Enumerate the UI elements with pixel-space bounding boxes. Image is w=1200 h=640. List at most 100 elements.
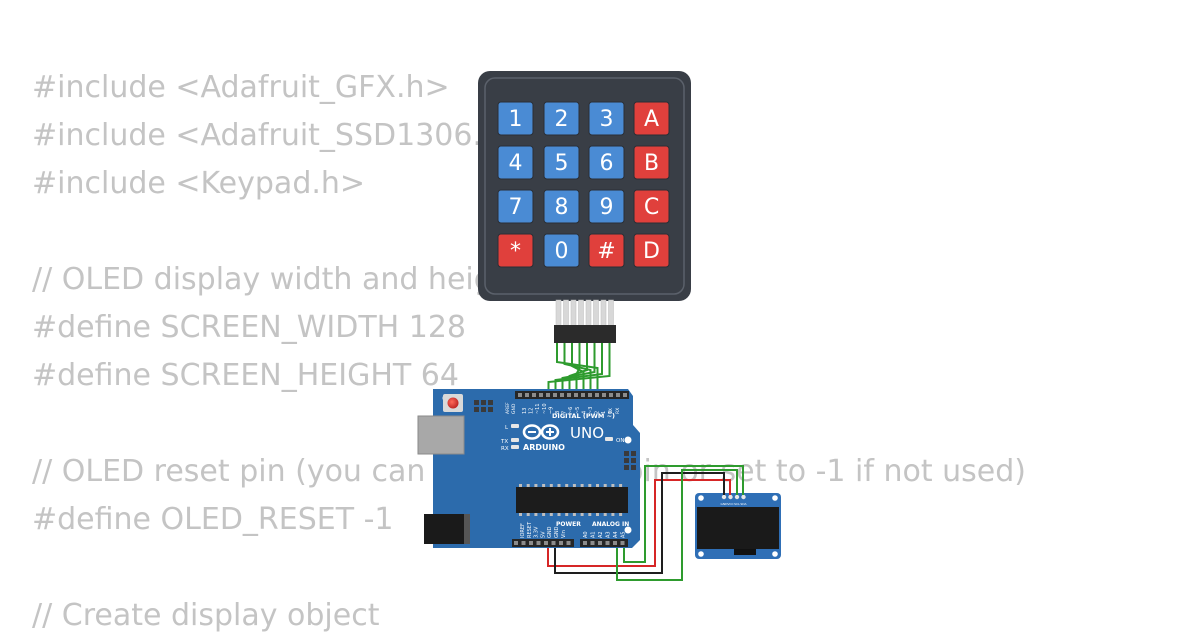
analog-pin-label: A0 <box>583 531 589 538</box>
chip-pin <box>542 484 546 487</box>
keypad-key-label: * <box>510 239 521 264</box>
keypad-key-face <box>497 189 534 224</box>
keypad-ribbon-cable <box>554 299 616 343</box>
header-pin <box>598 541 602 545</box>
keypad-key[interactable]: 0 <box>543 233 580 268</box>
chip-pin <box>565 484 569 487</box>
keypad-key[interactable]: 1 <box>497 101 534 136</box>
code-line: #include <Adafruit_GFX.h> <box>32 70 450 105</box>
power-pin-label: IOREF <box>520 523 526 538</box>
keypad-key-label: # <box>597 239 615 264</box>
model-label: UNO <box>570 424 604 442</box>
power-pin-label: 5V <box>540 531 546 538</box>
header-pin <box>616 393 620 397</box>
oled-pin-label: SCL <box>734 502 740 506</box>
keypad-key-label: D <box>643 239 660 264</box>
keypad-key[interactable]: 2 <box>543 101 580 136</box>
keypad-key-label: 5 <box>555 151 569 176</box>
keypad-key-label: 6 <box>600 151 614 176</box>
header-pin <box>613 541 617 545</box>
chip-pin <box>603 513 607 516</box>
led-rx <box>511 445 519 449</box>
code-line: #define OLED_RESET -1 <box>32 502 394 537</box>
header-pin <box>583 541 587 545</box>
ribbon-strip <box>570 299 577 327</box>
keypad-key-label: C <box>644 195 659 220</box>
chip-pin <box>572 513 576 516</box>
chip-pin <box>549 513 553 516</box>
keypad-key-face <box>633 101 670 136</box>
header-pin <box>574 393 578 397</box>
led-tx <box>511 438 519 442</box>
digital-pin-holes <box>518 393 627 397</box>
wire-vcc <box>547 479 731 567</box>
header-pin <box>544 541 548 545</box>
code-line: // Create display object <box>32 598 380 633</box>
keypad-key-face <box>543 101 580 136</box>
keypad-key[interactable]: 5 <box>543 145 580 180</box>
keypad-key-label: 2 <box>555 107 569 132</box>
keypad-key[interactable]: D <box>633 233 670 268</box>
keypad-key-face <box>633 189 670 224</box>
aref-label: AREF <box>505 402 511 414</box>
ribbon-strip <box>555 299 562 327</box>
header-pin <box>518 393 522 397</box>
digital-pin-label: ~3 <box>588 407 594 414</box>
keypad-key-label: 4 <box>509 151 523 176</box>
digital-pin-label: 1 <box>601 411 607 414</box>
oled-pin <box>734 494 740 500</box>
keypad-key[interactable]: 3 <box>588 101 625 136</box>
digital-pin-label: ~11 <box>535 403 541 414</box>
digital-pin-label: ~5 <box>575 407 581 414</box>
keypad-key[interactable]: 8 <box>543 189 580 224</box>
header-pin <box>546 393 550 397</box>
keypad-key[interactable]: * <box>497 233 534 268</box>
keypad-key[interactable]: 4 <box>497 145 534 180</box>
header-pin <box>539 393 543 397</box>
ribbon-strip <box>608 299 614 327</box>
chip-pin <box>526 513 530 516</box>
chip-pin <box>519 513 522 516</box>
wire-gnd <box>554 472 725 574</box>
icsp2-header <box>624 451 636 470</box>
chip-pin <box>588 513 592 516</box>
digital-pin-label: ~10 <box>542 403 548 414</box>
power-pin-label: RESET <box>527 521 533 538</box>
keypad-key[interactable]: B <box>633 145 670 180</box>
keypad-key-face <box>588 145 625 180</box>
chip-pin <box>542 513 546 516</box>
keypad-key[interactable]: A <box>633 101 670 136</box>
code-line: #include <Keypad.h> <box>32 166 366 201</box>
digital-header <box>515 391 629 399</box>
keypad-key[interactable]: 6 <box>588 145 625 180</box>
header-pin <box>595 393 599 397</box>
analog-pin-label: A4 <box>613 531 619 538</box>
keypad-key[interactable]: # <box>588 233 625 268</box>
chip-pin <box>565 513 569 516</box>
keypad-key[interactable]: C <box>633 189 670 224</box>
keypad-wire <box>556 343 599 395</box>
keypad-key[interactable]: 7 <box>497 189 534 224</box>
chip-pin <box>557 513 561 516</box>
chip-pin <box>534 513 538 516</box>
power-header <box>512 539 574 547</box>
power-jack <box>424 514 468 544</box>
keypad-key-label: 3 <box>600 107 614 132</box>
chip-pin <box>611 513 615 516</box>
keypad-wire <box>568 343 588 395</box>
chip-pin <box>580 513 584 516</box>
header-pin <box>609 393 613 397</box>
keypad-key[interactable]: 9 <box>588 189 625 224</box>
keypad-key-label: 9 <box>600 195 614 220</box>
oled-pin <box>728 494 733 500</box>
analog-pin-label: A1 <box>591 531 597 538</box>
bottom-pin-holes <box>514 541 625 545</box>
oled-flex <box>734 549 756 555</box>
ribbon-strip <box>593 299 599 327</box>
chip-pin <box>596 513 599 516</box>
led-l <box>511 424 519 428</box>
chip-pin <box>619 484 623 487</box>
